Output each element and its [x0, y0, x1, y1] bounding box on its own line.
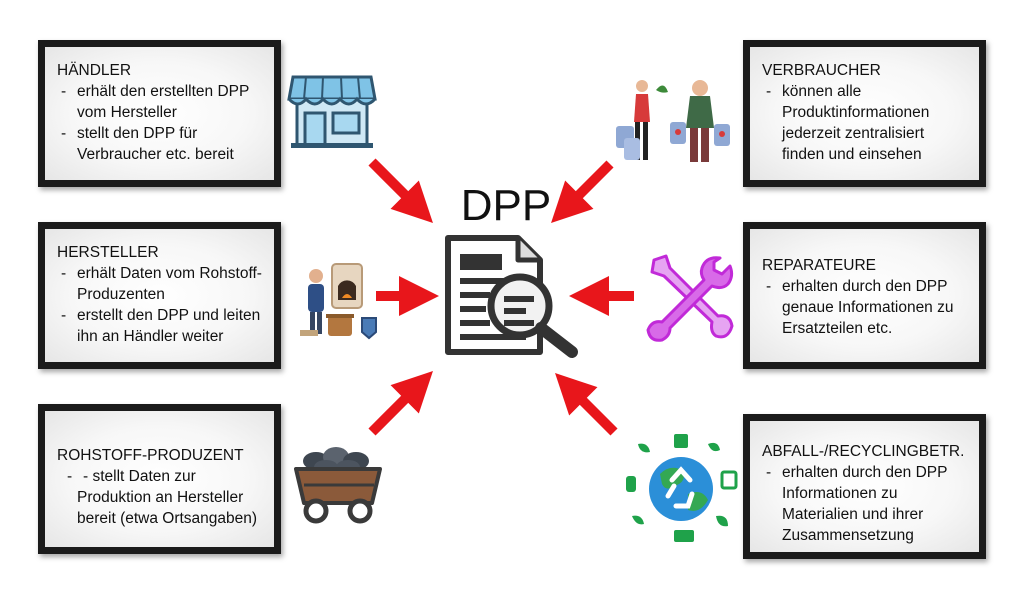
verbraucher-title: VERBRAUCHER [762, 62, 881, 79]
hersteller-box: HERSTELLER erhält Daten vom Rohstoff-Pro… [38, 222, 281, 369]
shoppers-icon [616, 80, 730, 162]
document-search-icon [445, 235, 578, 358]
reparateure-item-1: erhalten durch den DPP genaue Informatio… [762, 276, 969, 339]
reparateure-box: REPARATEURE erhalten durch den DPP genau… [743, 222, 986, 369]
haendler-item-2: stellt den DPP für Verbraucher etc. bere… [57, 123, 264, 165]
hersteller-title: HERSTELLER [57, 244, 159, 261]
dpp-label: DPP [460, 181, 552, 230]
abfall-box: ABFALL-/RECYCLINGBETR. erhalten durch de… [743, 414, 986, 559]
rohstoff-item-1: - stellt Daten zur Produktion an Herstel… [57, 466, 264, 529]
verbraucher-box: VERBRAUCHER können alle Produktinformati… [743, 40, 986, 187]
reparateure-title: REPARATEURE [762, 257, 876, 274]
rohstoff-title: ROHSTOFF-PRODUZENT [57, 447, 244, 464]
arrow-from-haendler [368, 158, 433, 223]
arrow-from-rohstoff [368, 371, 433, 436]
mine-cart-icon [294, 447, 382, 524]
abfall-item-1: erhalten durch den DPP Informationen zu … [762, 462, 969, 546]
arrow-from-abfall [555, 373, 618, 436]
hersteller-item-2: erstellt den DPP und leiten ihn an Händl… [57, 305, 264, 347]
haendler-title: HÄNDLER [57, 62, 132, 79]
abfall-title: ABFALL-/RECYCLINGBETR. [762, 443, 965, 460]
recycling-globe-icon [626, 434, 738, 542]
rohstoff-box: ROHSTOFF-PRODUZENT - stellt Daten zur Pr… [38, 404, 281, 554]
arrow-from-verbraucher [551, 160, 614, 223]
shop-icon [287, 75, 377, 148]
haendler-box: HÄNDLER erhält den erstellten DPP vom He… [38, 40, 281, 187]
verbraucher-item-1: können alle Produktinformationen jederze… [762, 81, 969, 165]
haendler-item-1: erhält den erstellten DPP vom Hersteller [57, 81, 264, 123]
blacksmith-icon [300, 263, 377, 340]
tools-icon [646, 254, 734, 342]
hersteller-item-1: erhält Daten vom Rohstoff-Produzenten [57, 263, 264, 305]
